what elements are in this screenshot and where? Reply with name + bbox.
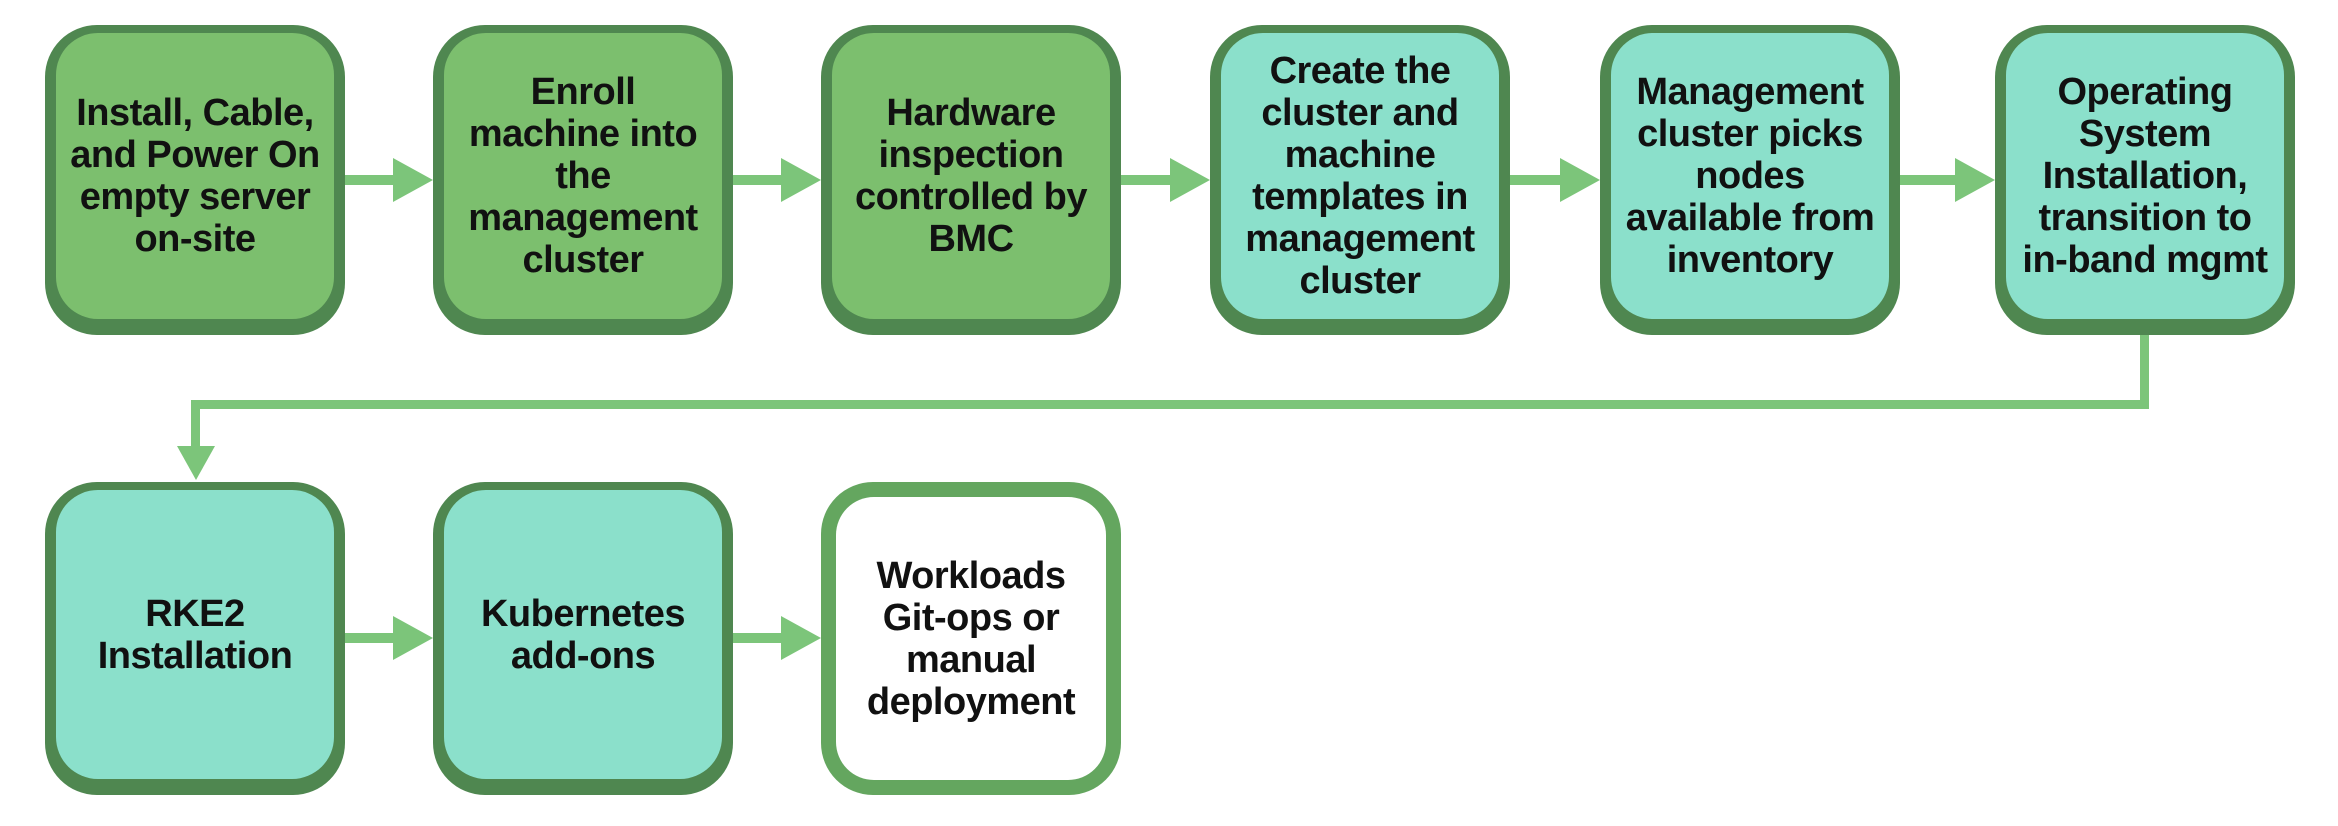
step-label: Operating System Installation, transitio… (2022, 71, 2268, 281)
arrow-shaft (1510, 175, 1562, 185)
arrow-right-icon (781, 616, 821, 660)
flow-step-create-cluster-templates: Create the cluster and machine templates… (1210, 25, 1510, 335)
step-fill: Enroll machine into the management clust… (444, 33, 722, 319)
arrow-right-icon (781, 158, 821, 202)
arrow-shaft (733, 633, 783, 643)
flow-step-rke2-installation: RKE2 Installation (45, 482, 345, 795)
arrow-shaft (345, 633, 395, 643)
step-label: Hardware inspection controlled by BMC (854, 92, 1088, 260)
step-fill: Hardware inspection controlled by BMC (832, 33, 1110, 319)
flow-arrow-5-6 (1900, 158, 1995, 202)
arrow-shaft (1900, 175, 1957, 185)
flow-arrow-3-4 (1121, 158, 1210, 202)
arrow-shaft (1121, 175, 1172, 185)
flow-arrow-2-3 (733, 158, 821, 202)
step-fill: Operating System Installation, transitio… (2006, 33, 2284, 319)
step-label: Enroll machine into the management clust… (468, 71, 698, 281)
flow-step-hardware-inspection: Hardware inspection controlled by BMC (821, 25, 1121, 335)
flow-arrow-rke2-addons (345, 616, 433, 660)
arrow-right-icon (1560, 158, 1600, 202)
flow-step-enroll-machine: Enroll machine into the management clust… (433, 25, 733, 335)
flow-arrow-addons-workloads (733, 616, 821, 660)
step-fill: Create the cluster and machine templates… (1221, 33, 1499, 319)
step-fill: Install, Cable, and Power On empty serve… (56, 33, 334, 319)
step-fill: Kubernetes add-ons (444, 490, 722, 779)
step-label: Kubernetes add-ons (480, 592, 686, 677)
arrow-right-icon (1955, 158, 1995, 202)
connector-line-horizontal (191, 400, 2149, 409)
step-fill: Management cluster picks nodes available… (1611, 33, 1889, 319)
arrow-right-icon (1170, 158, 1210, 202)
step-fill: RKE2 Installation (56, 490, 334, 779)
flow-step-kubernetes-addons: Kubernetes add-ons (433, 482, 733, 795)
arrow-down-icon (177, 446, 215, 480)
arrow-shaft (345, 175, 395, 185)
step-label: Workloads Git-ops or manual deployment (866, 554, 1076, 723)
step-label: Management cluster picks nodes available… (1625, 71, 1875, 281)
step-fill: Workloads Git-ops or manual deployment (836, 497, 1106, 780)
flow-arrow-4-5 (1510, 158, 1600, 202)
flow-step-cluster-picks-nodes: Management cluster picks nodes available… (1600, 25, 1900, 335)
step-label: Create the cluster and machine templates… (1245, 50, 1475, 302)
flow-step-install-cable-power: Install, Cable, and Power On empty serve… (45, 25, 345, 335)
arrow-right-icon (393, 158, 433, 202)
flow-step-os-installation: Operating System Installation, transitio… (1995, 25, 2295, 335)
flow-step-workloads-deployment: Workloads Git-ops or manual deployment (821, 482, 1121, 795)
connector-line-vertical-right (2140, 335, 2149, 405)
arrow-shaft (733, 175, 783, 185)
step-label: Install, Cable, and Power On empty serve… (70, 92, 320, 260)
connector-line-vertical-left (191, 400, 200, 446)
flow-arrow-1-2 (345, 158, 433, 202)
arrow-right-icon (393, 616, 433, 660)
step-label: RKE2 Installation (97, 592, 293, 677)
